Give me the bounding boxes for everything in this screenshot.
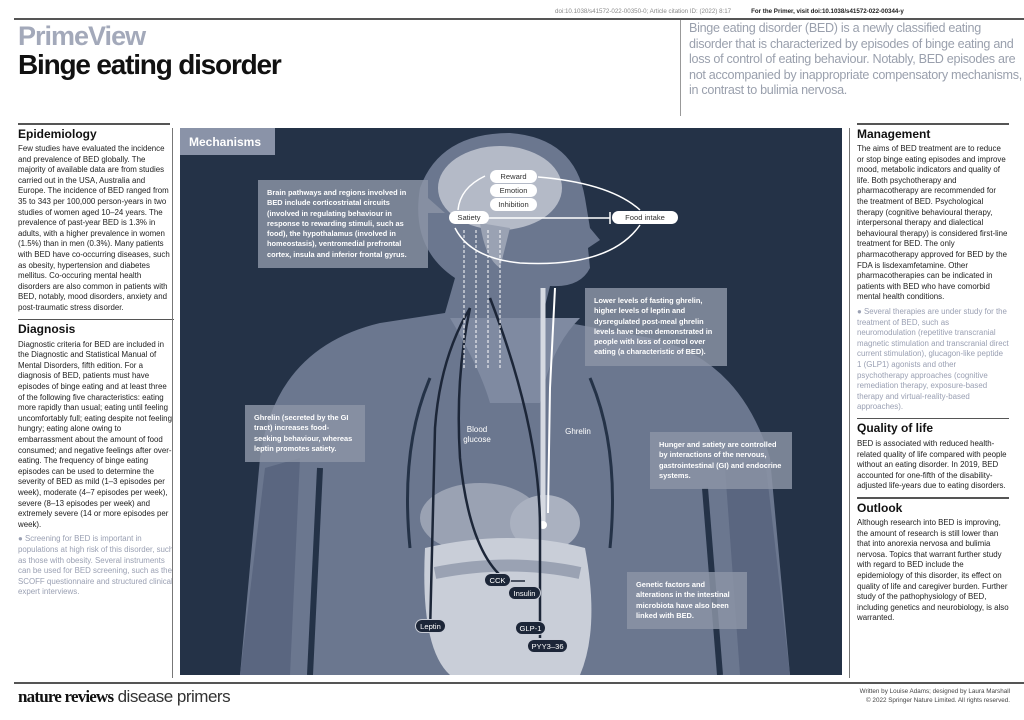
- brainstem: [480, 223, 510, 268]
- gut-line: [457, 307, 511, 585]
- credits: Written by Louise Adams; designed by Lau…: [860, 687, 1010, 705]
- quality-text: BED is associated with reduced health-re…: [857, 439, 1007, 491]
- diagnosis-note: ● Screening for BED is important in popu…: [18, 534, 174, 597]
- diagnosis-text: Diagnostic criteria for BED are included…: [18, 339, 172, 529]
- ghrelin-label: Ghrelin: [565, 427, 591, 436]
- divider: [14, 682, 1024, 684]
- epidemiology-heading: Epidemiology: [18, 126, 97, 141]
- article-doi: doi:10.1038/s41572-022-00350-0; Article …: [555, 8, 732, 15]
- feedback-arrow: [454, 224, 641, 265]
- hormones-callout: Lower levels of fasting ghrelin, higher …: [585, 288, 727, 366]
- journal-logo: nature reviews disease primers: [18, 687, 231, 707]
- inhibition-label: Inhibition: [490, 198, 537, 211]
- ghrelin-line: [547, 287, 556, 514]
- epidemiology-text: Few studies have evaluated the incidence…: [18, 144, 170, 312]
- credit-line: Written by Louise Adams; designed by Lau…: [859, 688, 1010, 695]
- mechanisms-diagram: Mechanisms Brain pathways and regions in…: [180, 128, 842, 675]
- divider: [857, 123, 1009, 125]
- brand-label: PrimeView: [18, 21, 146, 51]
- satiety-label: Satiety: [449, 211, 489, 224]
- management-heading: Management: [857, 126, 931, 141]
- divider: [857, 417, 1009, 420]
- food-intake-label: Food intake: [612, 211, 678, 224]
- doi-line: doi:10.1038/s41572-022-00350-0; Article …: [555, 8, 904, 15]
- outlook-heading: Outlook: [857, 500, 903, 515]
- intestines: [424, 538, 592, 675]
- ghrelin-callout: Ghrelin (secreted by the GI tract) incre…: [245, 405, 365, 463]
- cck-label: CCK: [484, 573, 511, 587]
- signal-arrows: [463, 228, 501, 368]
- emotion-label: Emotion: [490, 184, 537, 197]
- divider: [849, 128, 850, 678]
- page-title: Binge eating disorder: [18, 49, 282, 80]
- glp1-label: GLP-1: [515, 621, 546, 635]
- lungs-outline: [406, 377, 614, 549]
- summary-text: Binge eating disorder (BED) is a newly c…: [680, 20, 1024, 116]
- copyright-line: © 2022 Springer Nature Limited. All righ…: [866, 697, 1010, 704]
- mechanisms-tag: Mechanisms: [180, 128, 275, 155]
- satiety-up-arrow: [457, 175, 486, 211]
- reward-arrow: [537, 176, 641, 211]
- liver: [420, 483, 540, 553]
- right-column: Management The aims of BED treatment are…: [857, 123, 1009, 628]
- logo-light: disease primers: [117, 687, 231, 706]
- pyy-label: PYY3–36: [527, 639, 568, 653]
- left-column: Epidemiology Few studies have evaluated …: [18, 123, 174, 602]
- genetic-callout: Genetic factors and alterations in the i…: [627, 572, 747, 630]
- outlook-text: Although research into BED is improving,…: [857, 518, 1009, 623]
- diagnosis-heading: Diagnosis: [18, 322, 76, 337]
- leptin-line: [428, 307, 472, 634]
- management-text: The aims of BED treatment are to reduce …: [857, 144, 1008, 302]
- management-note: ● Several therapies are under study for …: [857, 307, 1009, 412]
- divider: [14, 18, 1024, 20]
- quality-heading: Quality of life: [857, 421, 934, 436]
- hunger-callout: Hunger and satiety are controlled by int…: [650, 432, 792, 490]
- pyy-line: [488, 297, 542, 638]
- leptin-label: Leptin: [415, 619, 446, 633]
- primer-link[interactable]: For the Primer, visit doi:10.1038/s41572…: [751, 8, 904, 15]
- reward-label: Reward: [490, 170, 537, 183]
- divider: [857, 497, 1009, 499]
- divider: [18, 123, 170, 125]
- logo-bold: nature reviews: [18, 687, 114, 706]
- left-arm: [240, 458, 300, 675]
- body-silhouette: [240, 133, 790, 675]
- body-illustration: [240, 133, 790, 675]
- neck-band: [450, 318, 580, 403]
- callout-pointer: [428, 198, 445, 213]
- brain-callout: Brain pathways and regions involved in B…: [258, 180, 428, 269]
- blood-glucose-label: Blood glucose: [463, 425, 491, 444]
- divider: [18, 318, 174, 321]
- insulin-label: Insulin: [508, 586, 541, 600]
- colon: [433, 559, 582, 579]
- left-arm-edge: [307, 467, 323, 675]
- divider: [172, 128, 173, 678]
